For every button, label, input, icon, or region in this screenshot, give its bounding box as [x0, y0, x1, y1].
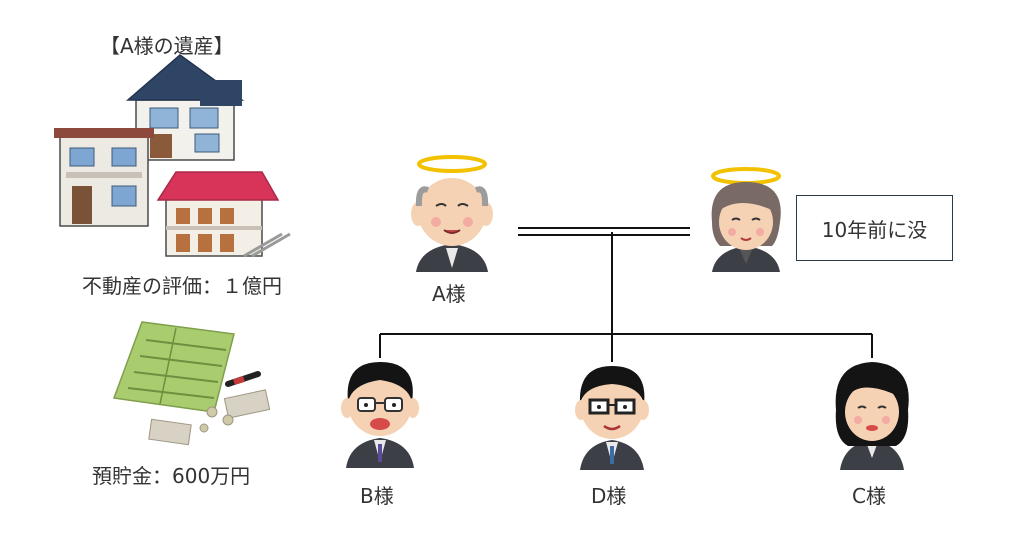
person-c-label: C様: [852, 484, 886, 508]
real-estate-value-label: 不動産の評価：１億円: [82, 274, 282, 298]
houses-illustration: [54, 54, 291, 258]
deceased-note-box: 10年前に没: [796, 195, 953, 261]
person-a-avatar: [411, 155, 493, 272]
savings-value-label: 預貯金：600万円: [92, 464, 251, 488]
person-a-label: A様: [432, 282, 466, 306]
estate-title: 【A様の遺産】: [100, 34, 234, 58]
deceased-note-text: 10年前に没: [821, 217, 928, 242]
person-d-avatar: [575, 366, 649, 470]
person-b-label: B様: [360, 484, 394, 508]
person-d-label: D様: [591, 484, 627, 508]
person-b-avatar: [341, 362, 419, 468]
bankbook-illustration: [112, 321, 271, 446]
person-c-avatar: [835, 362, 909, 470]
family-tree-lines: [379, 227, 873, 362]
wife-avatar: [711, 167, 781, 272]
